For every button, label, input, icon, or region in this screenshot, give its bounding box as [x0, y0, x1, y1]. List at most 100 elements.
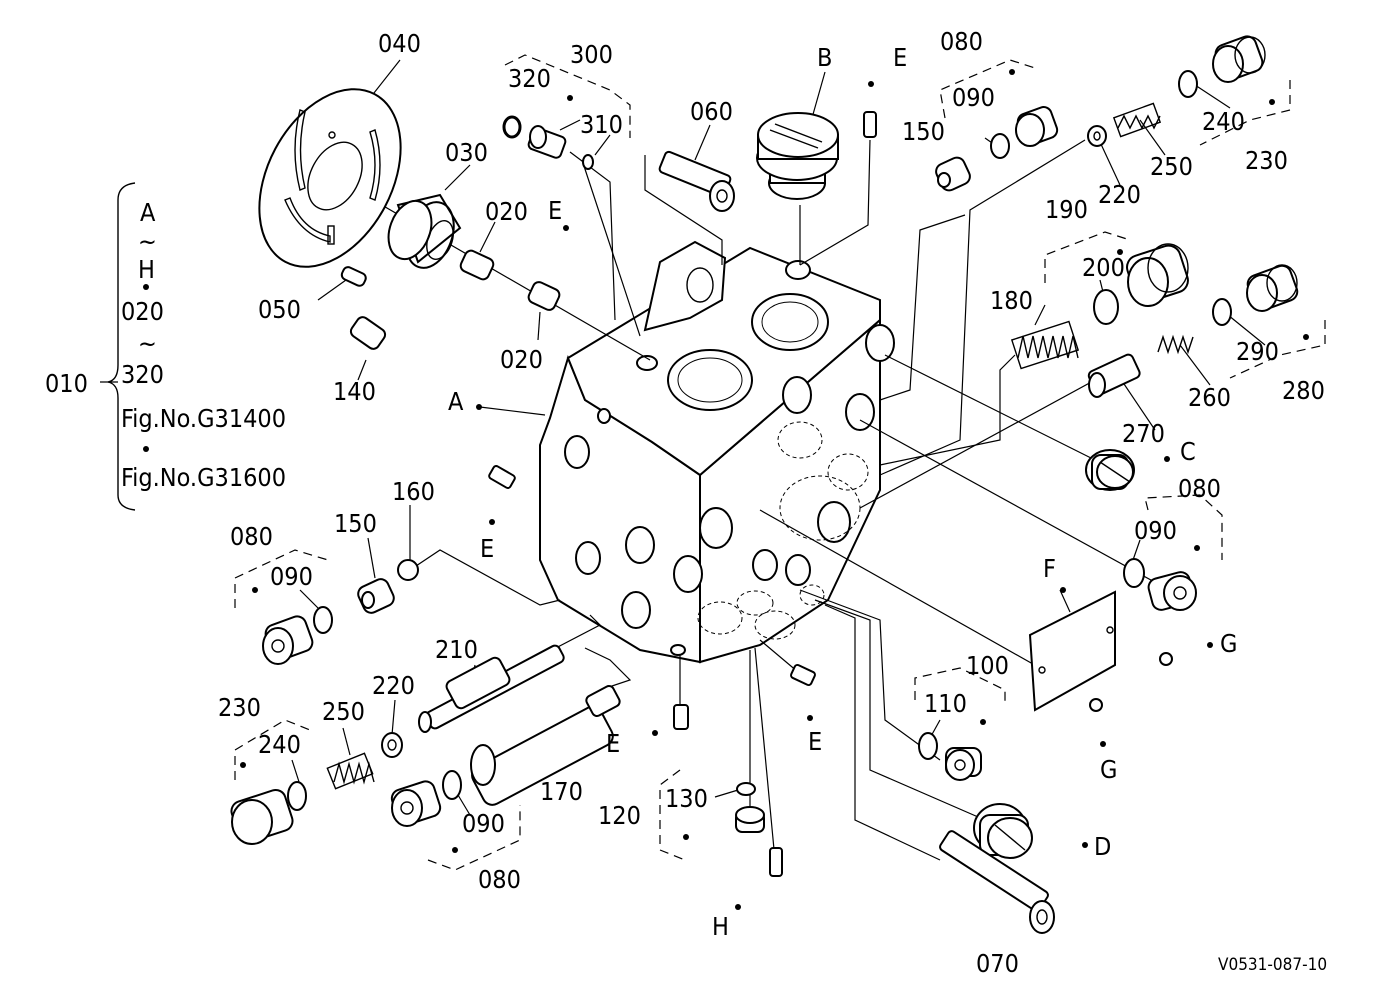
label-220-top: 220 — [1098, 180, 1141, 209]
label-180: 180 — [990, 286, 1033, 315]
part-pin-020b — [527, 281, 561, 311]
letter-C: C — [1180, 437, 1196, 466]
part-oring-090-left — [313, 606, 333, 634]
part-bolt-060 — [658, 150, 735, 212]
label-080-lower: 080 — [478, 865, 521, 894]
part-bolt-070 — [939, 830, 1055, 934]
part-plug-230-top — [1212, 35, 1266, 83]
part-screw-E-left — [488, 465, 516, 489]
letter-F: F — [1043, 554, 1056, 583]
part-screw-E-lower — [673, 704, 689, 730]
group-text-line-5: 020 — [121, 297, 164, 326]
group-text-line-8: Fig.No.G31400 — [121, 404, 286, 433]
part-oring-090-top — [990, 133, 1010, 159]
label-060: 060 — [690, 97, 733, 126]
label-280: 280 — [1282, 376, 1325, 405]
part-screw-E-top — [863, 111, 877, 138]
callout-dots — [143, 69, 1309, 910]
part-washer-220-top — [1087, 125, 1107, 147]
part-spool-210 — [418, 644, 565, 733]
part-plug-D — [973, 803, 1033, 859]
part-labels: 040 030 020 020 050 140 300 320 310 060 … — [218, 27, 1325, 978]
part-spacer-150-left — [357, 578, 395, 614]
part-plug-100 — [945, 747, 982, 781]
part-oring-090-lower — [442, 770, 462, 800]
part-plug-120 — [735, 806, 765, 833]
part-spring-250-left — [326, 752, 375, 790]
label-240-top: 240 — [1202, 107, 1245, 136]
part-plug-080-top — [1015, 106, 1059, 147]
part-oring-200 — [1093, 289, 1119, 325]
letter-D: D — [1094, 832, 1111, 861]
letter-G-right: G — [1220, 629, 1237, 658]
letter-E-right: E — [808, 727, 822, 756]
label-210: 210 — [435, 635, 478, 664]
part-oring-110 — [918, 732, 938, 760]
label-080-left: 080 — [230, 522, 273, 551]
part-oring-090-right — [1123, 558, 1145, 588]
label-270: 270 — [1122, 419, 1165, 448]
part-oring-240-top — [1178, 70, 1198, 98]
label-290: 290 — [1236, 337, 1279, 366]
letter-H: H — [712, 912, 729, 941]
label-090-lower: 090 — [462, 809, 505, 838]
label-150-top: 150 — [902, 117, 945, 146]
group-text-line-1: A — [140, 198, 156, 227]
label-250-top: 250 — [1150, 152, 1193, 181]
label-080-top: 080 — [940, 27, 983, 56]
part-ball-160 — [397, 559, 419, 581]
part-plug-C — [1085, 449, 1135, 491]
label-150-left: 150 — [334, 509, 377, 538]
part-spool-170 — [470, 685, 621, 806]
part-rivet-G1 — [1159, 652, 1173, 666]
label-020-lower: 020 — [500, 345, 543, 374]
letter-B: B — [817, 43, 832, 72]
part-pin-020a — [459, 249, 495, 281]
part-pin-140 — [349, 316, 387, 350]
part-plug-190 — [1126, 243, 1189, 307]
part-pin-050 — [340, 266, 367, 287]
part-spacer-150-top — [935, 156, 971, 192]
label-220-left: 220 — [372, 671, 415, 700]
drawing-code: V0531-087-10 — [1218, 955, 1327, 975]
label-300: 300 — [570, 40, 613, 69]
part-screw-H — [769, 847, 783, 877]
group-text-line-10: Fig.No.G31600 — [121, 463, 286, 492]
label-100: 100 — [966, 651, 1009, 680]
group-brace: A ~ H 020 ~ 320 Fig.No.G31400 Fig.No.G31… — [45, 182, 286, 511]
label-310: 310 — [580, 110, 623, 139]
part-oring-290 — [1212, 298, 1232, 326]
part-plate-040 — [258, 88, 402, 268]
part-screw-E-right — [790, 663, 816, 687]
label-040: 040 — [378, 29, 421, 58]
label-090-left: 090 — [270, 562, 313, 591]
letter-E-top: E — [893, 43, 907, 72]
group-id-label: 010 — [45, 369, 88, 398]
part-oring-310 — [582, 154, 594, 170]
part-rivet-G2 — [1089, 698, 1103, 712]
part-plug-080-left — [262, 615, 314, 665]
label-030: 030 — [445, 138, 488, 167]
label-120: 120 — [598, 801, 641, 830]
part-plug-080-lower — [390, 780, 442, 827]
label-110: 110 — [924, 689, 967, 718]
part-plug-B — [756, 112, 839, 200]
letter-E-lower: E — [606, 729, 620, 758]
letter-E-left: E — [480, 534, 494, 563]
label-230-left: 230 — [218, 693, 261, 722]
label-230-top: 230 — [1245, 146, 1288, 175]
label-320: 320 — [508, 64, 551, 93]
letter-labels: A B C D E E E E E F G G H — [448, 43, 1237, 941]
part-washer-220-left — [381, 732, 403, 758]
label-020-upper: 020 — [485, 197, 528, 226]
label-090-top: 090 — [952, 83, 995, 112]
part-oring-130 — [736, 782, 756, 796]
label-200: 200 — [1082, 253, 1125, 282]
part-spring-260 — [1157, 334, 1194, 355]
group-text-line-2: ~ — [138, 227, 157, 256]
part-plug-280 — [1246, 264, 1299, 312]
part-oring-320 — [502, 115, 522, 139]
part-piston-270 — [1087, 353, 1141, 398]
